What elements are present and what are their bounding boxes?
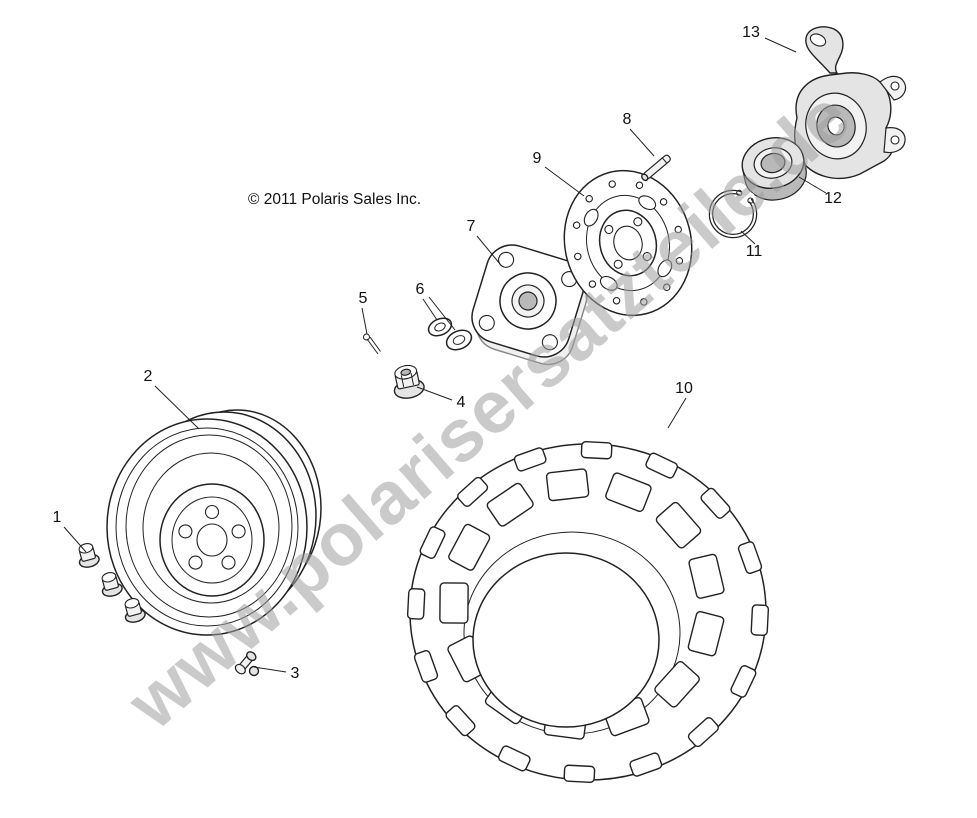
callout-label-3: 3	[290, 665, 300, 682]
callout-label-6: 6	[415, 281, 425, 298]
snap-ring-drawing	[708, 187, 758, 239]
callout-label-5: 5	[358, 290, 368, 307]
bearing-drawing	[741, 137, 807, 201]
leader-lines	[63, 37, 827, 673]
lug-nuts-drawing	[78, 543, 146, 623]
wheel-rim-drawing	[106, 409, 322, 636]
wheel-hub-drawing	[471, 244, 588, 366]
washers-drawing	[427, 317, 473, 351]
valve-stem-drawing	[234, 651, 260, 677]
callout-label-13: 13	[742, 24, 760, 41]
callout-label-1: 1	[52, 509, 62, 526]
cotter-pin-drawing	[363, 333, 381, 355]
callout-label-2: 2	[143, 368, 153, 385]
callout-label-8: 8	[622, 111, 632, 128]
callout-label-9: 9	[532, 150, 542, 167]
brake-disc-drawing	[563, 169, 693, 317]
pin-drawing	[641, 154, 671, 182]
callout-label-4: 4	[456, 394, 466, 411]
steering-knuckle-drawing	[794, 26, 907, 179]
callout-label-10: 10	[675, 380, 693, 397]
copyright-text: © 2011 Polaris Sales Inc.	[248, 191, 422, 208]
tire-drawing	[406, 440, 770, 784]
castle-nut-drawing	[393, 364, 425, 399]
callout-label-7: 7	[466, 218, 476, 235]
callout-label-12: 12	[824, 190, 842, 207]
callout-label-11: 11	[745, 243, 763, 260]
